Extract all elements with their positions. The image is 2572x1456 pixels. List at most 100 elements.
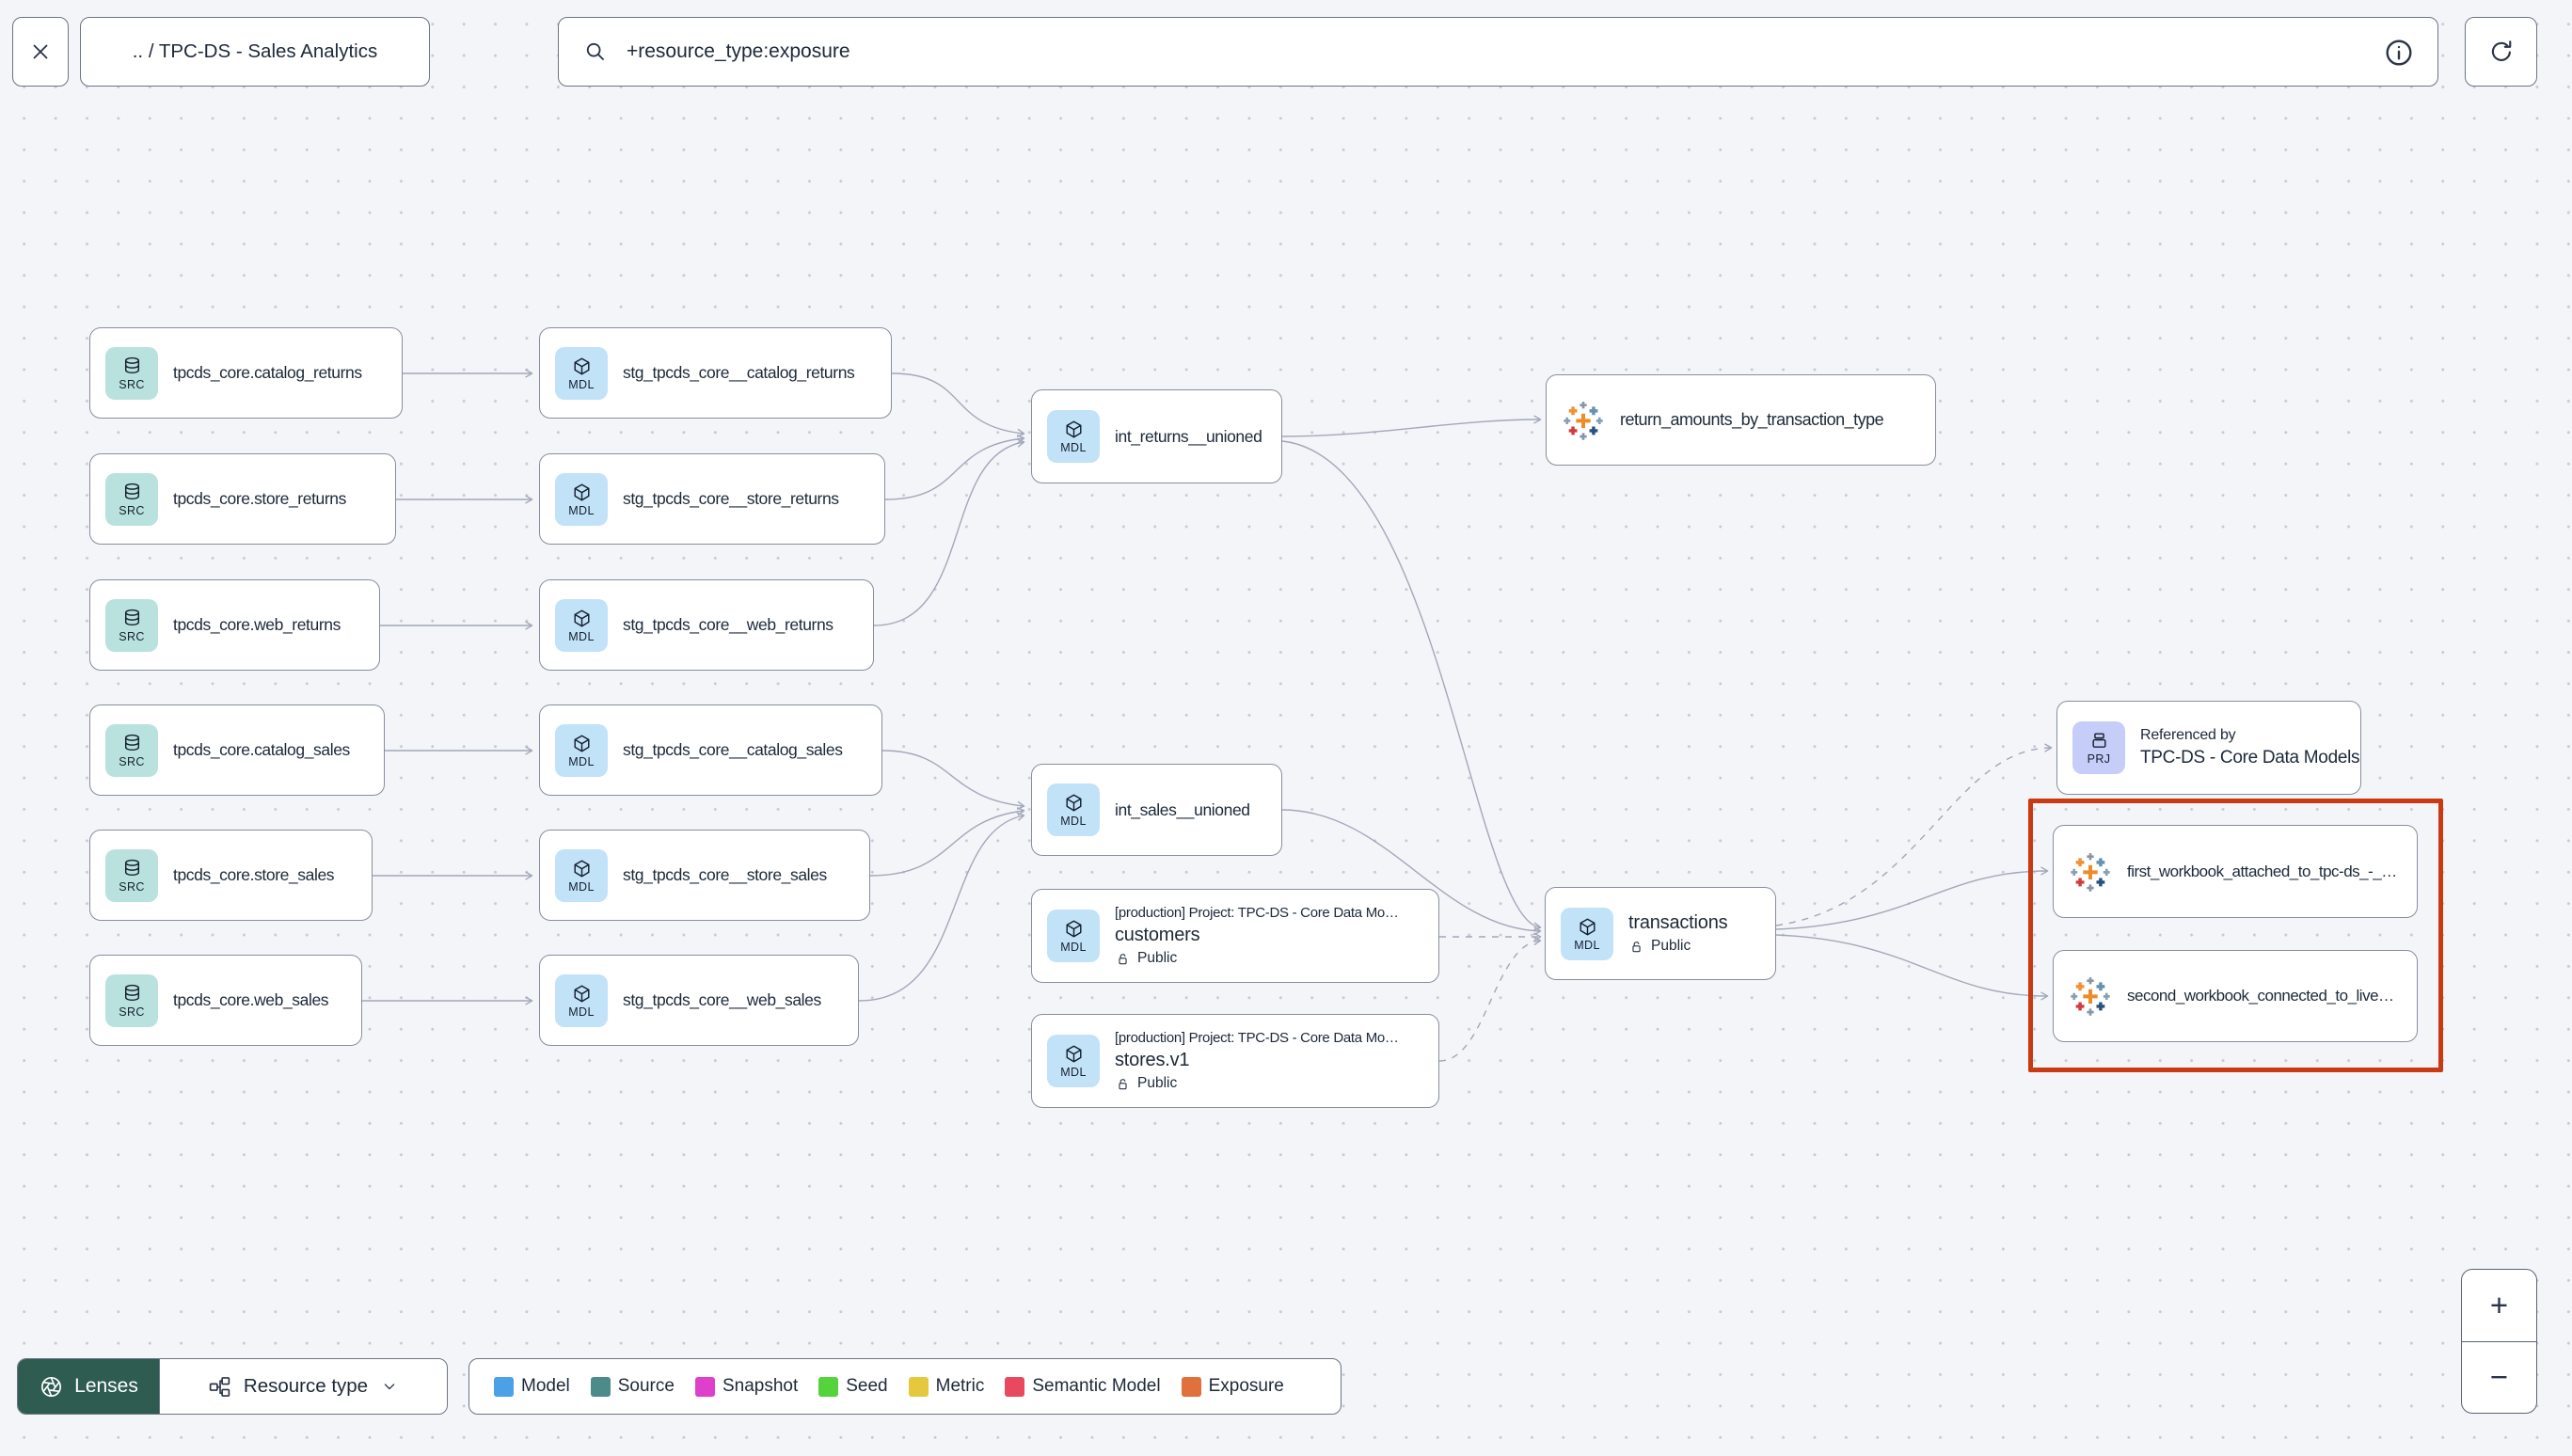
info-icon[interactable] <box>2383 37 2415 69</box>
legend-swatch <box>1005 1376 1025 1397</box>
legend-swatch <box>590 1376 611 1397</box>
selection-highlight <box>2028 799 2443 1072</box>
node-stg-catalog-returns[interactable]: MDL stg_tpcds_core__catalog_returns <box>539 327 892 419</box>
chevron-down-icon <box>380 1377 399 1396</box>
node-int-sales-unioned[interactable]: MDL int_sales__unioned <box>1031 764 1282 856</box>
badge-label: MDL <box>1060 441 1087 454</box>
referenced-by-label: Referenced by <box>2140 727 2236 743</box>
resource-type-dropdown[interactable]: Resource type <box>159 1359 447 1414</box>
node-src-store-returns[interactable]: SRC tpcds_core.store_returns <box>89 453 396 545</box>
node-src-web-sales[interactable]: SRC tpcds_core.web_sales <box>89 955 362 1046</box>
database-icon <box>121 482 143 503</box>
search-bar <box>558 17 2438 87</box>
node-stg-web-returns[interactable]: MDL stg_tpcds_core__web_returns <box>539 579 874 671</box>
node-title: tpcds_core.store_returns <box>173 489 346 508</box>
tableau-icon <box>2069 850 2112 894</box>
node-src-catalog-returns[interactable]: SRC tpcds_core.catalog_returns <box>89 327 403 419</box>
node-text: [production] Project: TPC-DS - Core Data… <box>1115 905 1399 967</box>
node-title: int_sales__unioned <box>1115 799 1250 819</box>
node-stg-store-returns[interactable]: MDL stg_tpcds_core__store_returns <box>539 453 885 545</box>
node-second-workbook-exposure[interactable]: second_workbook_connected_to_live… <box>2053 950 2418 1042</box>
zoom-control: + − <box>2461 1269 2537 1414</box>
badge-label: MDL <box>568 629 595 643</box>
edge <box>884 435 1025 500</box>
access-row: Public <box>1115 1075 1399 1092</box>
node-title: stg_tpcds_core__catalog_returns <box>623 363 855 382</box>
edge <box>1281 809 1542 936</box>
access-label: Public <box>1137 1075 1178 1091</box>
node-title: stg_tpcds_core__catalog_sales <box>623 740 843 759</box>
source-badge: SRC <box>105 723 158 777</box>
node-src-catalog-sales[interactable]: SRC tpcds_core.catalog_sales <box>89 704 385 796</box>
node-title: stg_tpcds_core__web_returns <box>623 615 834 634</box>
unlock-icon <box>1115 951 1131 967</box>
node-int-returns-unioned[interactable]: MDL int_returns__unioned <box>1031 389 1282 483</box>
edge <box>1775 866 2049 930</box>
aperture-icon <box>39 1374 64 1400</box>
model-badge: MDL <box>1047 783 1100 836</box>
refresh-icon <box>2487 38 2516 66</box>
cube-icon <box>1577 916 1598 938</box>
source-badge: SRC <box>105 346 158 400</box>
database-icon <box>121 983 143 1005</box>
cube-icon <box>571 608 593 629</box>
node-referenced-by-project[interactable]: PRJ Referenced by TPC-DS - Core Data Mod… <box>2056 701 2361 795</box>
source-badge: SRC <box>105 598 158 652</box>
close-icon <box>28 40 53 64</box>
access-label: Public <box>1137 950 1178 966</box>
model-badge: MDL <box>555 598 608 652</box>
node-stg-store-sales[interactable]: MDL stg_tpcds_core__store_sales <box>539 830 870 921</box>
badge-label: SRC <box>119 879 145 894</box>
unlock-icon <box>1115 1076 1131 1092</box>
cube-icon <box>571 356 593 377</box>
node-transactions[interactable]: MDL transactions Public <box>1545 887 1776 980</box>
breadcrumb[interactable]: .. / TPC-DS - Sales Analytics <box>80 17 430 87</box>
database-icon <box>121 356 143 377</box>
node-title: tpcds_core.store_sales <box>173 865 335 884</box>
lenses-group: Lenses Resource type <box>17 1358 448 1415</box>
cube-icon <box>1063 419 1085 440</box>
node-src-store-sales[interactable]: SRC tpcds_core.store_sales <box>89 830 373 921</box>
legend-item: Semantic Model <box>1005 1376 1161 1397</box>
edge <box>891 372 1025 437</box>
node-stg-web-sales[interactable]: MDL stg_tpcds_core__web_sales <box>539 955 859 1046</box>
zoom-in-button[interactable]: + <box>2462 1270 2536 1342</box>
node-stg-catalog-sales[interactable]: MDL stg_tpcds_core__catalog_sales <box>539 704 882 796</box>
legend-swatch <box>908 1376 929 1397</box>
legend-item: Exposure <box>1181 1376 1284 1397</box>
node-stores-v1[interactable]: MDL [production] Project: TPC-DS - Core … <box>1031 1014 1439 1108</box>
node-src-web-returns[interactable]: SRC tpcds_core.web_returns <box>89 579 380 671</box>
legend-swatch <box>494 1376 514 1397</box>
close-button[interactable] <box>12 17 69 87</box>
edge <box>881 750 1025 810</box>
badge-label: PRJ <box>2087 752 2111 766</box>
cube-icon <box>571 983 593 1005</box>
legend-swatch <box>1181 1376 1201 1397</box>
lenses-label: Lenses <box>74 1375 138 1397</box>
legend-label: Model <box>521 1376 570 1396</box>
node-text: [production] Project: TPC-DS - Core Data… <box>1115 1030 1399 1092</box>
unlock-icon <box>1628 939 1644 955</box>
zoom-out-button[interactable]: − <box>2489 1359 2509 1395</box>
model-badge: MDL <box>1047 1035 1100 1087</box>
node-title: stores.v1 <box>1115 1050 1190 1070</box>
node-title: return_amounts_by_transaction_type <box>1620 410 1884 429</box>
edge <box>1438 937 1542 1062</box>
refresh-button[interactable] <box>2465 17 2537 87</box>
node-title: transactions <box>1628 912 1728 933</box>
lenses-button[interactable]: Lenses <box>18 1359 159 1414</box>
badge-label: MDL <box>1060 815 1087 828</box>
node-title: TPC-DS - Core Data Models <box>2140 748 2360 768</box>
legend-label: Exposure <box>1208 1376 1284 1396</box>
node-return-amounts-exposure[interactable]: return_amounts_by_transaction_type <box>1546 374 1936 466</box>
search-input[interactable] <box>625 40 2413 64</box>
node-customers[interactable]: MDL [production] Project: TPC-DS - Core … <box>1031 889 1439 983</box>
node-first-workbook-exposure[interactable]: first_workbook_attached_to_tpc-ds_-_… <box>2053 825 2418 918</box>
resource-type-legend: Model Source Snapshot Seed Metric Semant… <box>468 1358 1342 1415</box>
cube-icon <box>1063 918 1085 940</box>
edge <box>1775 934 2049 1001</box>
source-badge: SRC <box>105 848 158 902</box>
legend-item: Metric <box>908 1376 984 1397</box>
node-title: customers <box>1115 925 1200 945</box>
